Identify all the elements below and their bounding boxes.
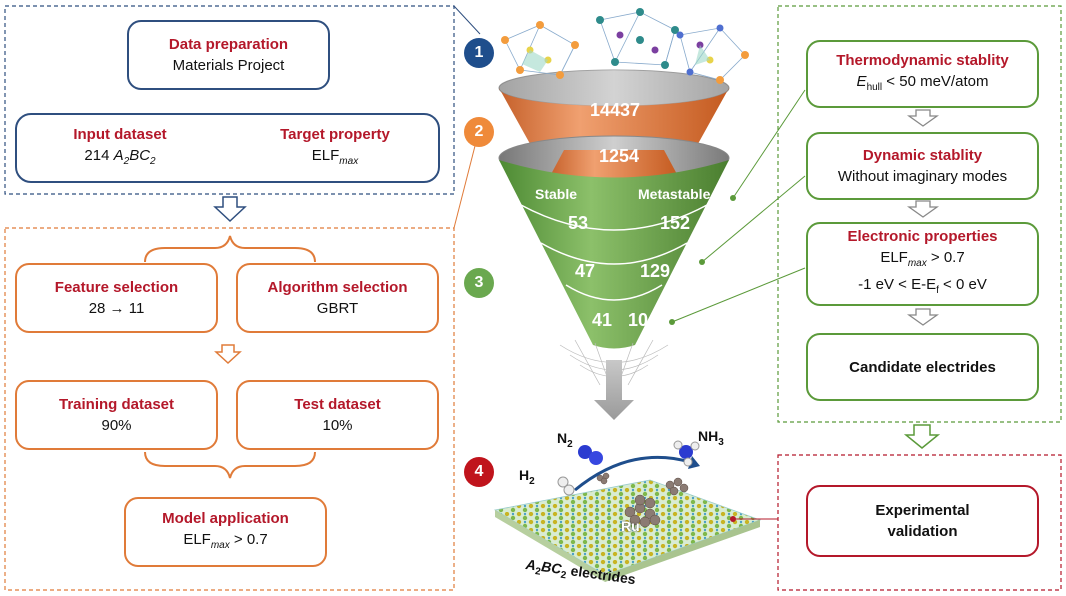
training-dataset-title: Training dataset bbox=[58, 395, 175, 413]
candidate-electrides-box: Candidate electrides bbox=[806, 333, 1039, 401]
model-application-title: Model application bbox=[162, 509, 289, 527]
arrow-down-icon bbox=[906, 109, 940, 127]
metastable-count-3: 104 bbox=[628, 310, 659, 330]
target-property-title: Target property bbox=[280, 126, 390, 143]
thermodynamic-stability-box: Thermodynamic stablity Ehull < 50 meV/at… bbox=[806, 40, 1039, 108]
input-dataset-block: Input dataset 214 A2BC2 bbox=[35, 125, 205, 172]
nh3-label: NH3 bbox=[698, 428, 724, 448]
target-property-value: ELFmax bbox=[311, 147, 359, 167]
test-dataset-value: 10% bbox=[322, 416, 353, 434]
training-dataset-value: 90% bbox=[101, 416, 132, 434]
candidate-electrides-title: Candidate electrides bbox=[849, 358, 996, 376]
arrow-down-icon bbox=[906, 308, 940, 326]
brace-bottom bbox=[144, 451, 316, 479]
n2-molecule bbox=[578, 445, 603, 465]
experimental-validation-line1: Experimental bbox=[875, 502, 970, 519]
dynamic-stability-box: Dynamic stablity Without imaginary modes bbox=[806, 132, 1039, 200]
stable-count-1: 53 bbox=[568, 213, 589, 233]
stable-label: Stable bbox=[535, 186, 578, 202]
dynamic-stability-title: Dynamic stablity bbox=[862, 146, 983, 164]
n2-label: N2 bbox=[557, 430, 573, 450]
stable-count-2: 47 bbox=[575, 261, 596, 281]
step-3-badge: 3 bbox=[464, 268, 494, 298]
electronic-properties-condition-2: -1 eV < E-Ef < 0 eV bbox=[858, 276, 987, 296]
electride-slab bbox=[493, 479, 762, 582]
input-dataset-value: 214 A2BC2 bbox=[84, 147, 156, 167]
feature-selection-box: Feature selection 28 → 11 bbox=[15, 263, 218, 333]
algorithm-selection-title: Algorithm selection bbox=[267, 278, 408, 296]
step-1-badge: 1 bbox=[464, 38, 494, 68]
data-preparation-box: Data preparation Materials Project bbox=[127, 20, 330, 90]
step-4-badge: 4 bbox=[464, 457, 494, 487]
arrow-down-icon bbox=[214, 344, 242, 365]
data-preparation-subtitle: Materials Project bbox=[172, 56, 285, 74]
h2-molecule bbox=[557, 476, 575, 496]
metastable-label: Metastable bbox=[638, 186, 711, 202]
section4-frame bbox=[777, 454, 1062, 591]
arrow-down-icon bbox=[594, 360, 634, 420]
training-dataset-box: Training dataset 90% bbox=[15, 380, 218, 450]
h2-label: H2 bbox=[519, 467, 535, 487]
electronic-properties-box: Electronic properties ELFmax > 0.7 -1 eV… bbox=[806, 222, 1039, 306]
algorithm-selection-value: GBRT bbox=[316, 299, 359, 317]
funnel-top-count: 14437 bbox=[590, 100, 641, 120]
crystal-structures bbox=[501, 8, 749, 84]
electronic-properties-title: Electronic properties bbox=[847, 228, 998, 245]
stable-count-3: 41 bbox=[592, 310, 613, 330]
arrow-down-icon bbox=[906, 200, 940, 218]
section3-frame bbox=[777, 5, 1062, 423]
arrow-down-icon bbox=[213, 196, 247, 223]
arrow-down-icon bbox=[903, 424, 941, 449]
nh3-molecule bbox=[673, 440, 700, 467]
feature-selection-title: Feature selection bbox=[54, 278, 179, 296]
feature-selection-value: 28 → 11 bbox=[88, 299, 145, 317]
metastable-count-1: 152 bbox=[660, 213, 691, 233]
model-application-box: Model application ELFmax > 0.7 bbox=[124, 497, 327, 567]
experimental-validation-box: Experimental validation bbox=[806, 485, 1039, 557]
metastable-count-2: 129 bbox=[640, 261, 671, 281]
step-2-badge: 2 bbox=[464, 117, 494, 147]
experimental-validation-line2: validation bbox=[887, 523, 958, 540]
model-application-value: ELFmax > 0.7 bbox=[183, 530, 268, 551]
reaction-arrow bbox=[574, 455, 691, 492]
test-dataset-box: Test dataset 10% bbox=[236, 380, 439, 450]
dynamic-stability-condition: Without imaginary modes bbox=[837, 167, 1008, 185]
thermodynamic-stability-title: Thermodynamic stablity bbox=[836, 51, 1009, 69]
test-dataset-title: Test dataset bbox=[294, 395, 381, 413]
funnel-green bbox=[499, 160, 729, 349]
dataset-box bbox=[15, 113, 440, 183]
target-property-block: Target property ELFmax bbox=[250, 125, 420, 172]
ru-cluster bbox=[596, 472, 689, 528]
section2-frame bbox=[4, 227, 455, 591]
algorithm-selection-box: Algorithm selection GBRT bbox=[236, 263, 439, 333]
funnel-mid-count: 1254 bbox=[599, 146, 640, 166]
electronic-properties-condition-1: ELFmax > 0.7 bbox=[880, 249, 965, 269]
input-dataset-title: Input dataset bbox=[73, 126, 167, 143]
thermodynamic-stability-condition: Ehull < 50 meV/atom bbox=[856, 72, 989, 93]
data-preparation-title: Data preparation bbox=[168, 35, 289, 53]
brace-top bbox=[144, 235, 316, 263]
section1-frame bbox=[4, 5, 455, 195]
ru-label: Ru bbox=[621, 518, 640, 534]
